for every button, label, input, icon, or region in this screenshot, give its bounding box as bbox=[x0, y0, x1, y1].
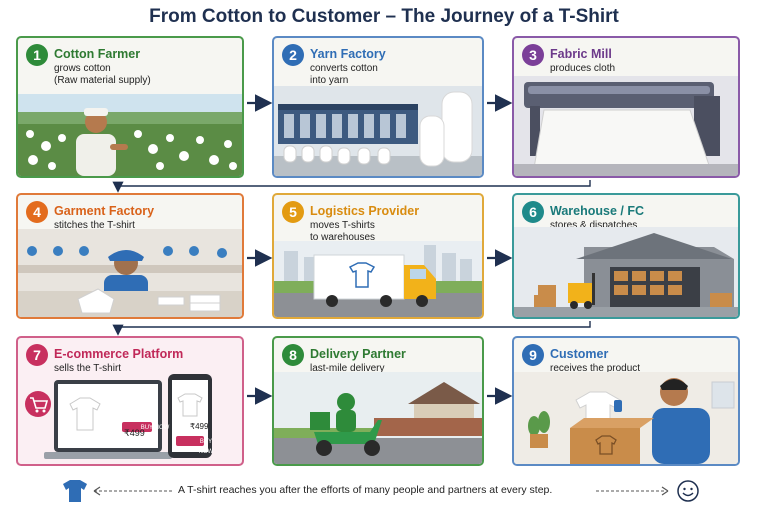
step-subtitle: sells the T-shirt bbox=[54, 363, 122, 374]
step-subtitle-2: (Raw material supply) bbox=[54, 75, 151, 86]
step-subtitle: converts cotton bbox=[310, 63, 378, 74]
step-subtitle: stitches the T-shirt bbox=[54, 220, 135, 231]
step-subtitle: grows cotton bbox=[54, 63, 111, 74]
step-number-badge: 2 bbox=[282, 44, 304, 66]
warehouse-illustration bbox=[514, 227, 738, 317]
laptop-price: ₹499 bbox=[124, 428, 145, 438]
footer-message: A T-shirt reaches you after the efforts … bbox=[178, 484, 553, 496]
step-title: Fabric Mill bbox=[550, 47, 612, 61]
step-card-ecommerce-platform: 7 E-commerce Platform sells the T-shirt … bbox=[16, 336, 244, 466]
truck-illustration bbox=[274, 241, 482, 317]
fabric-mill-illustration bbox=[514, 76, 738, 176]
step-title: Logistics Provider bbox=[310, 204, 420, 218]
step-number-badge: 8 bbox=[282, 344, 304, 366]
page-title: From Cotton to Customer – The Journey of… bbox=[149, 6, 619, 27]
step-title: Delivery Partner bbox=[310, 347, 406, 361]
smiley-icon bbox=[677, 480, 699, 502]
customer-illustration bbox=[514, 372, 738, 464]
step-subtitle-2: to warehouses bbox=[310, 232, 376, 243]
step-number-badge: 3 bbox=[522, 44, 544, 66]
step-title: Warehouse / FC bbox=[550, 204, 644, 218]
step-title: Cotton Farmer bbox=[54, 47, 141, 61]
cart-icon bbox=[25, 391, 51, 417]
laptop-buy-now-button[interactable]: BUY NOW bbox=[140, 425, 170, 431]
step-subtitle: stores & dispatches bbox=[550, 220, 638, 231]
step-subtitle: receives the product bbox=[550, 363, 641, 374]
phone-buy-now-button[interactable]: BUY NOW bbox=[198, 439, 214, 455]
step-card-garment-factory: 4 Garment Factory stitches the T-shirt bbox=[16, 193, 244, 319]
tshirt-icon bbox=[63, 480, 87, 502]
step-title: Yarn Factory bbox=[310, 47, 386, 61]
garment-factory-illustration bbox=[18, 229, 242, 317]
step-number-badge: 5 bbox=[282, 201, 304, 223]
phone-price: ₹499 bbox=[190, 422, 209, 431]
step-title: E-commerce Platform bbox=[54, 347, 184, 361]
ecommerce-illustration bbox=[25, 374, 212, 459]
step-title: Garment Factory bbox=[54, 204, 155, 218]
step-card-fabric-mill: 3 Fabric Mill produces cloth bbox=[512, 36, 740, 178]
step-number-badge: 1 bbox=[26, 44, 48, 66]
step-number-badge: 9 bbox=[522, 344, 544, 366]
step-subtitle-2: into yarn bbox=[310, 75, 349, 86]
step-card-customer: 9 Customer receives the product bbox=[512, 336, 740, 466]
delivery-scooter-illustration bbox=[274, 372, 482, 464]
yarn-machine-illustration bbox=[274, 86, 482, 176]
step-subtitle: moves T-shirts bbox=[310, 220, 375, 231]
step-title: Customer bbox=[550, 347, 609, 361]
arrow-3-to-4 bbox=[112, 180, 591, 193]
step-subtitle: last-mile delivery bbox=[310, 363, 385, 374]
right-dashed-arrow bbox=[596, 486, 669, 496]
step-card-cotton-farmer: 1 Cotton Farmer grows cotton(Raw materia… bbox=[16, 36, 244, 178]
step-number-badge: 6 bbox=[522, 201, 544, 223]
cotton-field-illustration bbox=[18, 94, 242, 176]
step-number-badge: 7 bbox=[26, 344, 48, 366]
footer: A T-shirt reaches you after the efforts … bbox=[0, 476, 768, 506]
step-number-badge: 4 bbox=[26, 201, 48, 223]
arrow-6-to-7 bbox=[112, 321, 591, 336]
step-card-delivery-partner: 8 Delivery Partner last-mile delivery bbox=[272, 336, 484, 466]
step-card-warehouse: 6 Warehouse / FC stores & dispatches bbox=[512, 193, 740, 319]
left-dashed-arrow bbox=[93, 486, 174, 496]
step-subtitle: produces cloth bbox=[550, 63, 616, 74]
